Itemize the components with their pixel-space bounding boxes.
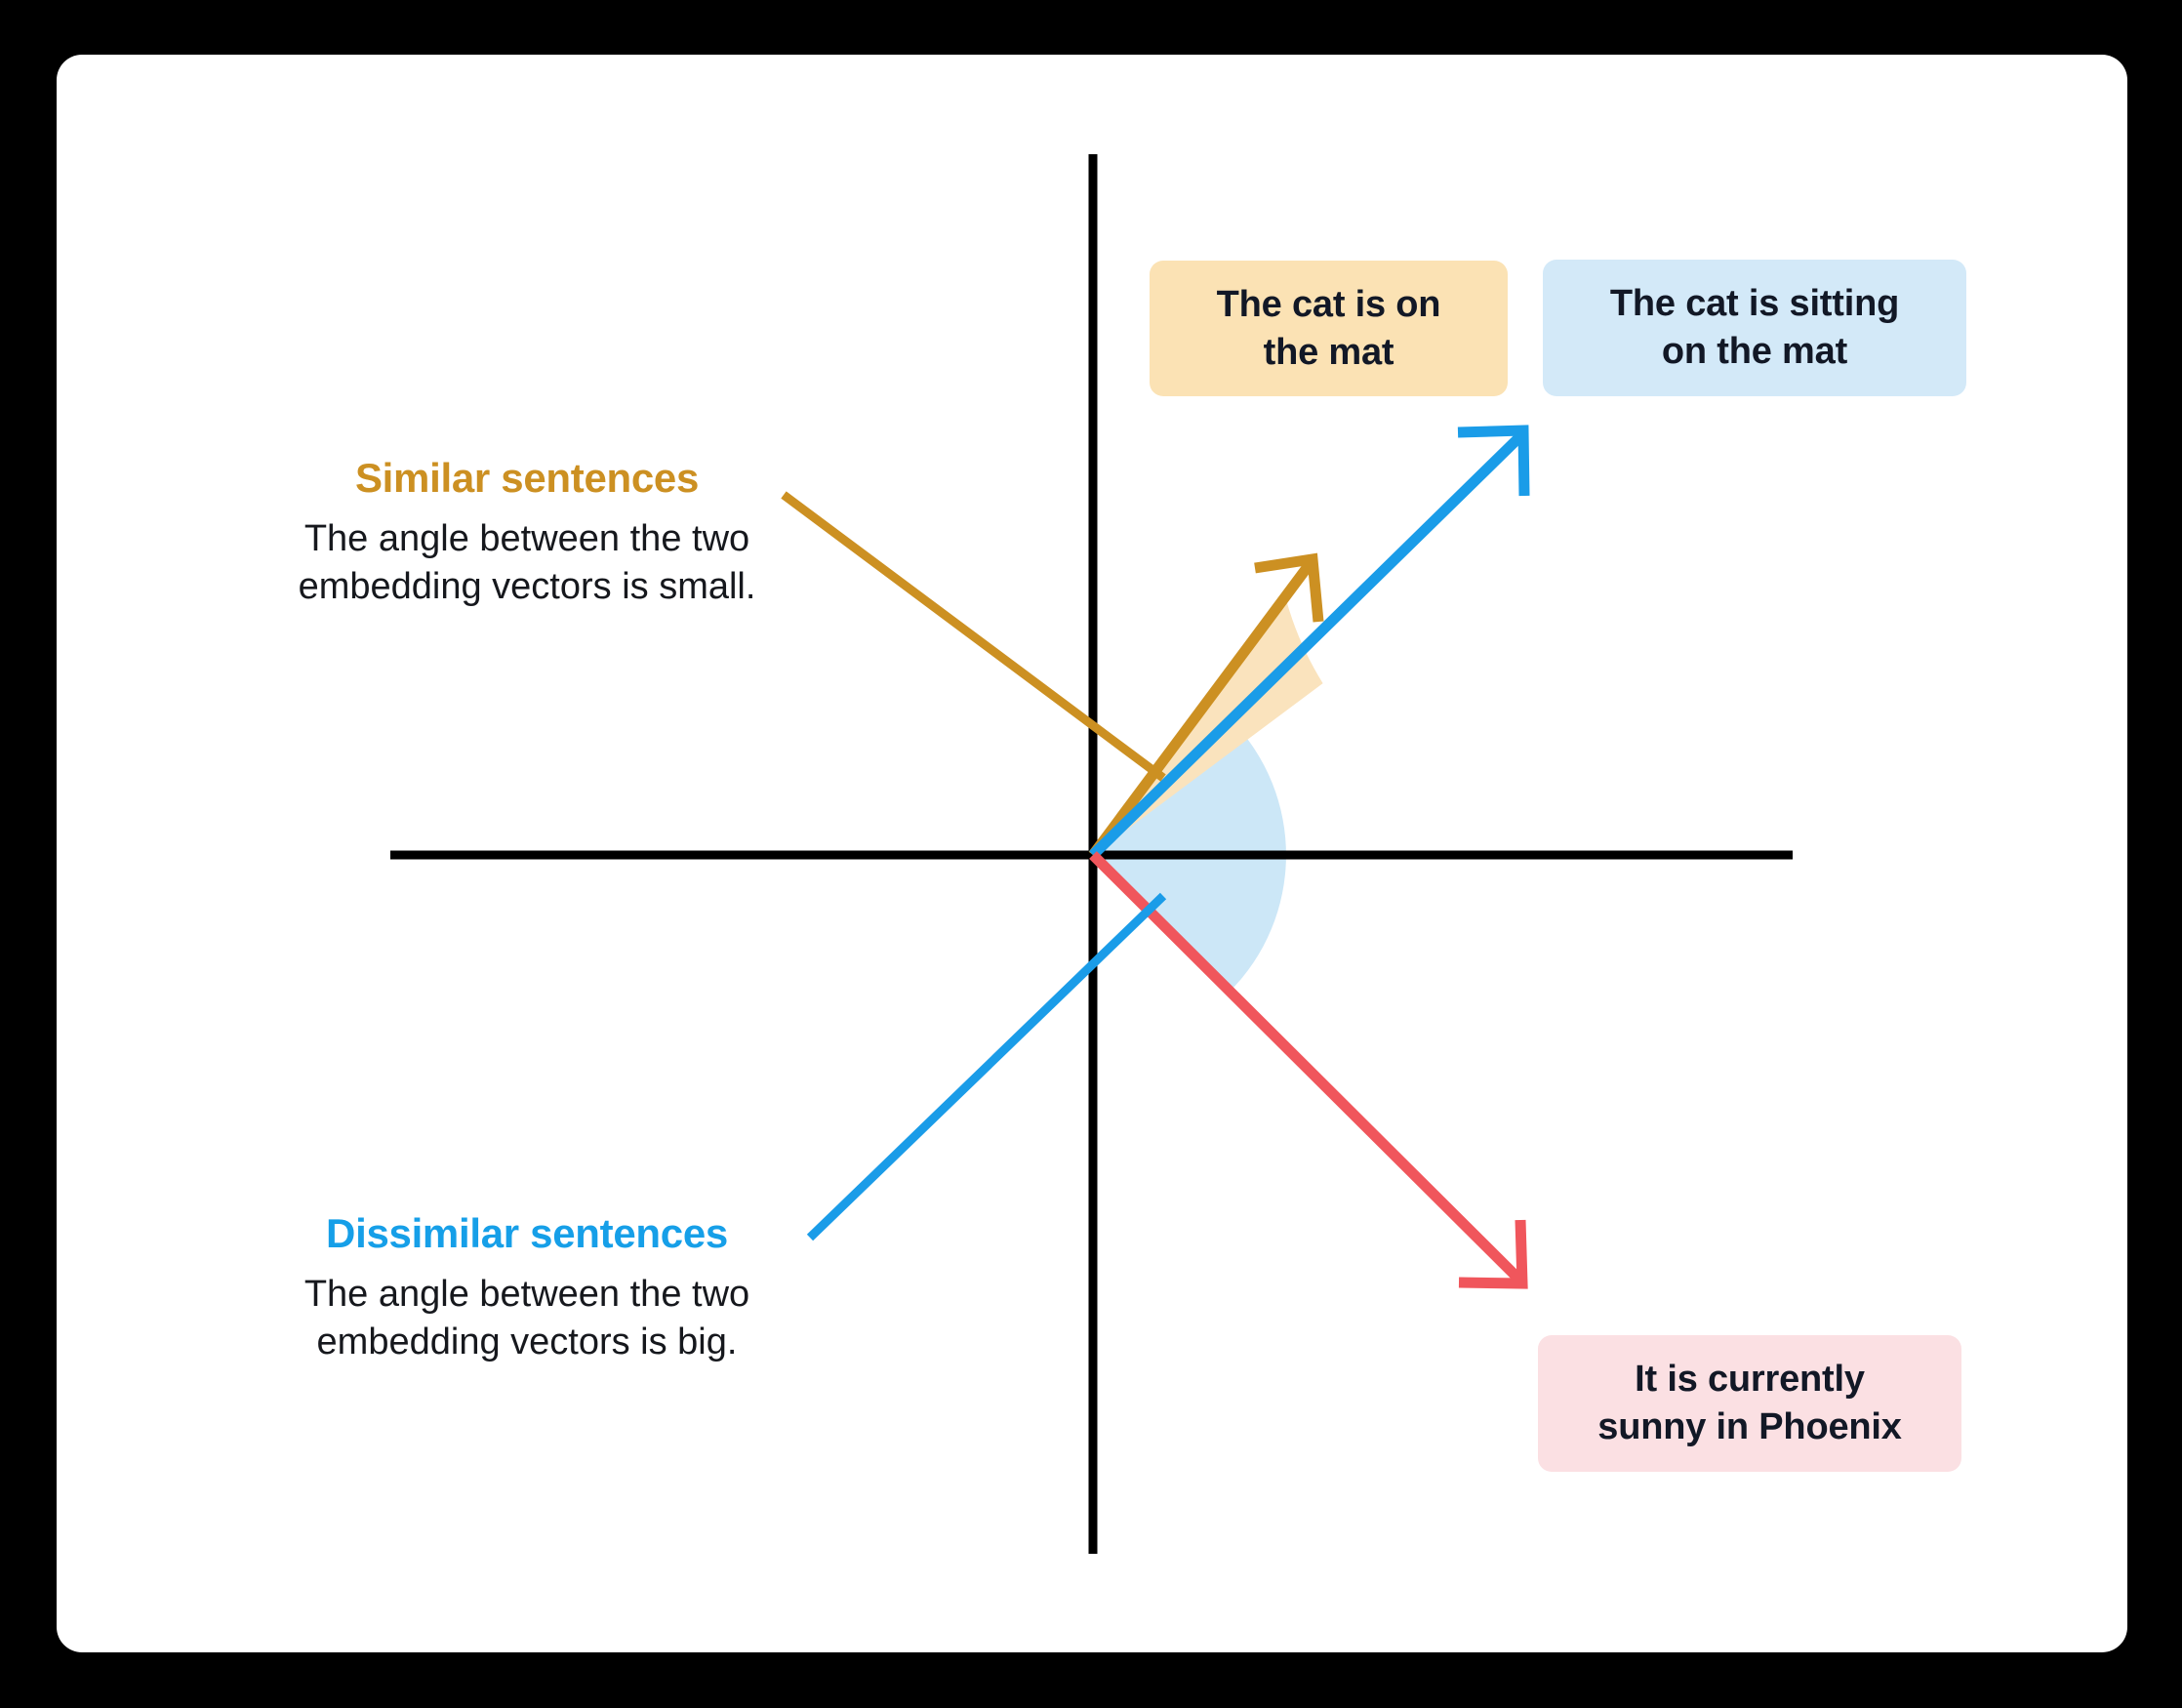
annotation-similar-body: The angle between the two embedding vect… <box>298 518 756 608</box>
vector-cat-sitting-on-mat <box>1089 432 1524 859</box>
similar-leader-line <box>781 491 1166 782</box>
similar-angle-wedge <box>1093 596 1323 855</box>
dissimilar-leader-line <box>806 892 1167 1241</box>
badge-cat-on-mat[interactable]: The cat is on the mat <box>1150 261 1508 396</box>
vector-cat-sitting-on-mat-arrowhead <box>1457 425 1530 497</box>
annotation-dissimilar: Dissimilar sentences The angle between t… <box>224 1210 829 1367</box>
vector-sunny-phoenix-arrowhead <box>1458 1219 1528 1289</box>
badge-sunny-phoenix[interactable]: It is currently sunny in Phoenix <box>1538 1335 1961 1472</box>
vector-sunny-phoenix <box>1089 851 1524 1284</box>
vector-cat-on-mat-arrowhead <box>1254 552 1324 623</box>
badge-cat-sitting-on-mat[interactable]: The cat is sitting on the mat <box>1543 260 1966 396</box>
annotation-dissimilar-title: Dissimilar sentences <box>326 1210 728 1256</box>
vector-cat-on-mat <box>1088 560 1314 859</box>
annotation-dissimilar-body: The angle between the two embedding vect… <box>303 1274 750 1363</box>
annotation-similar: Similar sentences The angle between the … <box>224 455 829 612</box>
annotation-similar-title: Similar sentences <box>354 455 700 501</box>
